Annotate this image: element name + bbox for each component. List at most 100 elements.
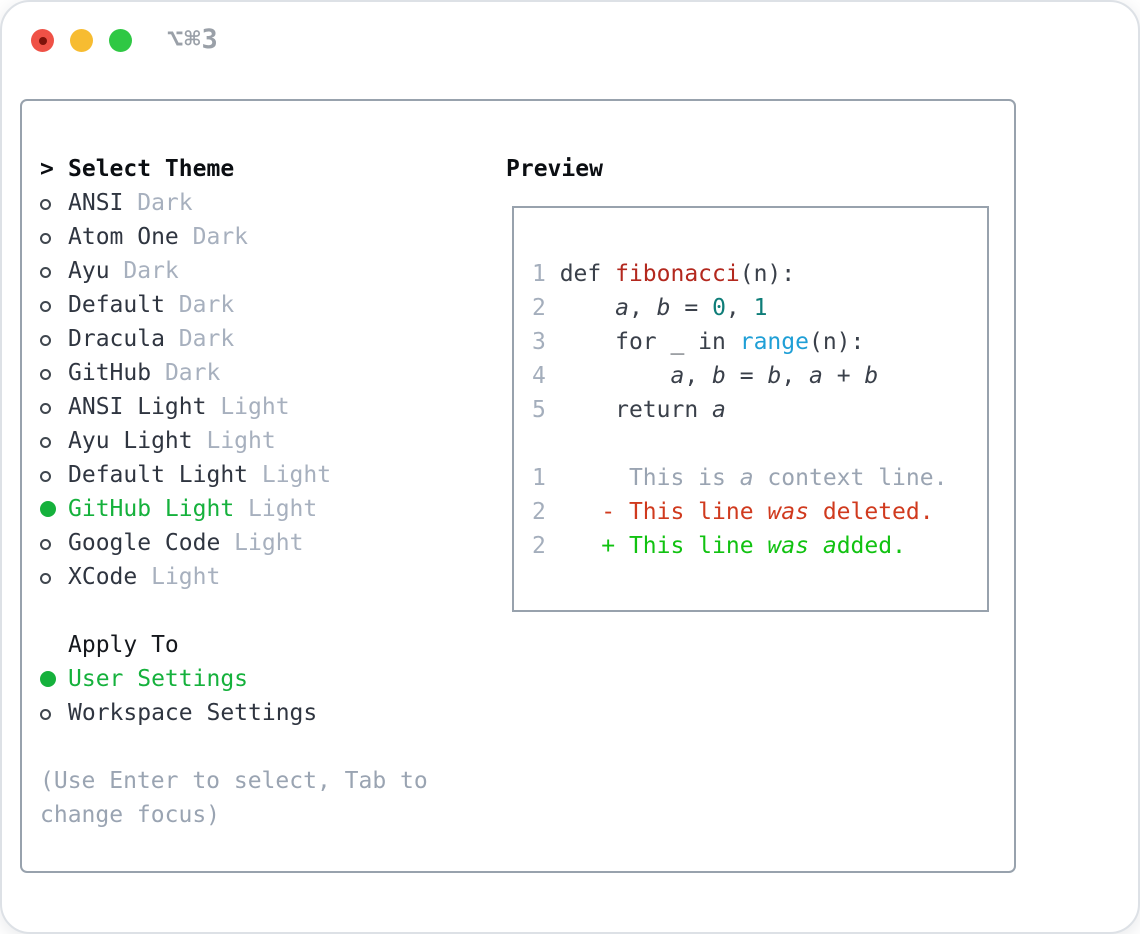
code-token: = xyxy=(725,363,768,389)
radio-unselected-icon xyxy=(40,709,51,720)
code-line: 2 a, b = 0, 1 xyxy=(532,291,987,325)
theme-option-default[interactable]: Default Dark xyxy=(40,288,492,322)
theme-variant: Dark xyxy=(109,258,179,284)
code-token: a xyxy=(822,533,837,559)
theme-variant: Light xyxy=(248,462,332,488)
radio-icon xyxy=(40,288,68,322)
theme-name: Ayu Light xyxy=(68,428,193,454)
theme-variant: Light xyxy=(206,394,290,420)
apply-option-workspace-settings[interactable]: Workspace Settings xyxy=(40,696,492,730)
radio-icon xyxy=(40,662,68,697)
code-token xyxy=(560,295,615,321)
code-token: This is xyxy=(559,465,740,491)
code-token: (n): xyxy=(808,329,865,355)
code-token: deleted. xyxy=(808,499,934,525)
apply-option-user-settings[interactable]: User Settings xyxy=(40,662,492,696)
radio-unselected-icon xyxy=(40,369,51,380)
code-line: 4 a, b = b, a + b xyxy=(532,359,987,393)
code-token: b xyxy=(656,295,671,321)
code-token: + This line xyxy=(559,533,768,559)
apply-option-name: Workspace Settings xyxy=(68,700,318,726)
code-token: 0 xyxy=(712,295,726,321)
window-title: ⌥⌘3 xyxy=(167,24,219,55)
titlebar: ⌥⌘3 xyxy=(2,2,1138,72)
theme-option-xcode[interactable]: XCode Light xyxy=(40,560,492,594)
radio-selected-icon xyxy=(40,671,56,687)
code-token: + xyxy=(822,363,865,389)
theme-name: Default Light xyxy=(68,462,249,488)
code-token: a xyxy=(739,465,754,491)
code-token: , xyxy=(781,363,810,389)
apply-to-label: Apply To xyxy=(68,632,179,658)
theme-variant: Dark xyxy=(164,326,235,352)
theme-variant: Light xyxy=(220,530,304,556)
code-token: , xyxy=(684,363,713,389)
theme-variant: Dark xyxy=(151,360,221,386)
code-line: 2 + This line was added. xyxy=(532,529,987,563)
code-token: was xyxy=(767,533,809,559)
close-dot-icon xyxy=(38,36,47,45)
code-line: 1 This is a context line. xyxy=(532,461,987,495)
theme-option-dracula[interactable]: Dracula Dark xyxy=(40,322,492,356)
theme-variant: Dark xyxy=(178,224,249,250)
radio-icon xyxy=(40,696,68,730)
minimize-button[interactable] xyxy=(70,29,93,52)
radio-icon xyxy=(40,322,68,356)
theme-option-default-light[interactable]: Default Light Light xyxy=(40,458,492,492)
theme-option-ansi[interactable]: ANSI Dark xyxy=(40,186,492,220)
spacer xyxy=(40,730,492,764)
code-token: fibonacci xyxy=(615,261,740,287)
radio-unselected-icon xyxy=(40,573,51,584)
radio-unselected-icon xyxy=(40,199,51,210)
radio-icon xyxy=(40,458,68,492)
theme-option-ayu[interactable]: Ayu Dark xyxy=(40,254,492,288)
code-line: 2 - This line was deleted. xyxy=(532,495,987,529)
theme-option-github-light[interactable]: GitHub Light Light xyxy=(40,492,492,526)
code-token: context line. xyxy=(753,465,948,491)
code-token: return xyxy=(559,397,713,423)
code-token: b xyxy=(712,363,726,389)
theme-name: GitHub xyxy=(68,360,152,386)
code-token: was xyxy=(767,499,809,525)
close-button[interactable] xyxy=(31,29,54,52)
code-line: 5 return a xyxy=(532,393,987,427)
radio-unselected-icon xyxy=(40,267,51,278)
zoom-button[interactable] xyxy=(109,29,132,52)
radio-icon xyxy=(40,220,68,254)
radio-icon xyxy=(40,356,68,390)
code-token: , xyxy=(725,295,754,321)
code-token: 1 xyxy=(753,295,768,321)
theme-name: XCode xyxy=(68,564,138,590)
theme-variant: Light xyxy=(234,496,318,522)
theme-name: Default xyxy=(68,292,165,318)
code-token: b xyxy=(864,363,879,389)
theme-option-ayu-light[interactable]: Ayu Light Light xyxy=(40,424,492,458)
code-line xyxy=(532,427,987,461)
radio-unselected-icon xyxy=(40,335,51,346)
theme-variant: Light xyxy=(137,564,221,590)
line-number: 3 xyxy=(532,329,546,355)
theme-option-github[interactable]: GitHub Dark xyxy=(40,356,492,390)
code-token: range xyxy=(739,329,809,355)
traffic-lights xyxy=(31,29,132,52)
radio-unselected-icon xyxy=(40,471,51,482)
code-token xyxy=(560,363,671,389)
hint-text: (Use Enter to select, Tab to change focu… xyxy=(40,768,442,828)
theme-option-google-code[interactable]: Google Code Light xyxy=(40,526,492,560)
theme-name: Dracula xyxy=(68,326,165,352)
theme-option-atom-one[interactable]: Atom One Dark xyxy=(40,220,492,254)
code-token: , xyxy=(628,295,657,321)
theme-name: GitHub Light xyxy=(68,496,235,522)
theme-name: Atom One xyxy=(68,224,179,250)
code-token: (n): xyxy=(739,261,796,287)
radio-unselected-icon xyxy=(40,437,51,448)
code-token: a xyxy=(670,363,685,389)
theme-option-ansi-light[interactable]: ANSI Light Light xyxy=(40,390,492,424)
code-token: for _ in xyxy=(559,329,740,355)
selection-caret-icon: > xyxy=(40,156,54,182)
radio-icon xyxy=(40,254,68,288)
